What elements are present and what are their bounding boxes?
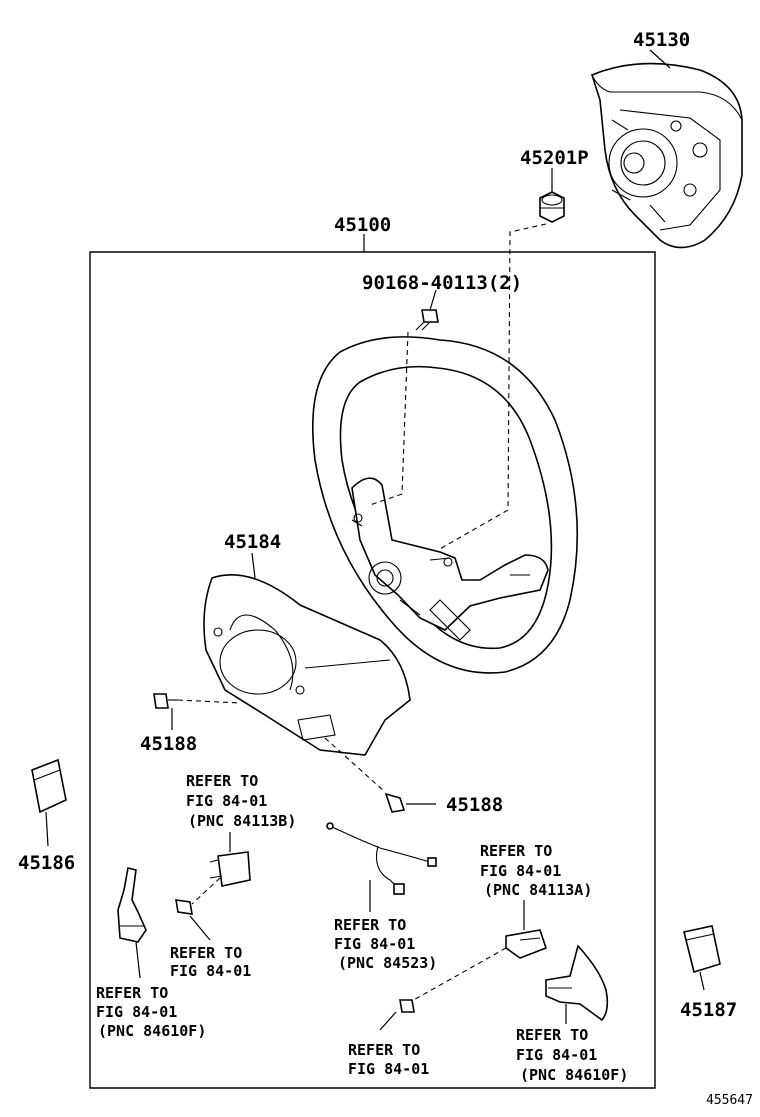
steering-wheel[interactable] — [312, 336, 579, 674]
left-pad[interactable] — [31, 758, 67, 814]
ref-84113b: REFER TO FIG 84-01 (PNC 84113B) — [186, 772, 296, 830]
ref-screw-left: REFER TO FIG 84-01 — [170, 944, 251, 980]
svg-text:FIG 84-01: FIG 84-01 — [96, 1003, 177, 1021]
assembly-frame — [89, 251, 656, 1089]
label-45184: 45184 — [224, 531, 281, 553]
label-45186: 45186 — [18, 852, 75, 874]
svg-text:FIG 84-01: FIG 84-01 — [170, 962, 251, 980]
svg-text:REFER TO: REFER TO — [96, 984, 168, 1002]
ref-84610f-right: REFER TO FIG 84-01 (PNC 84610F) — [516, 1026, 628, 1084]
dashed-bolt-line — [369, 331, 409, 506]
svg-text:(PNC 84523): (PNC 84523) — [338, 954, 437, 972]
screw-84113a[interactable] — [399, 999, 415, 1013]
svg-text:FIG 84-01: FIG 84-01 — [334, 935, 415, 953]
svg-text:(PNC 84113B): (PNC 84113B) — [188, 812, 296, 830]
ref-84113a: REFER TO FIG 84-01 (PNC 84113A) — [480, 842, 592, 899]
ref-screw-bottom: REFER TO FIG 84-01 — [348, 1041, 429, 1078]
svg-text:REFER TO: REFER TO — [480, 842, 552, 860]
svg-text:REFER TO: REFER TO — [186, 772, 258, 790]
switch-84113a[interactable] — [505, 929, 548, 959]
svg-text:FIG 84-01: FIG 84-01 — [516, 1046, 597, 1064]
svg-text:(PNC 84113A): (PNC 84113A) — [484, 881, 592, 899]
screw-left[interactable] — [153, 693, 178, 709]
svg-text:FIG 84-01: FIG 84-01 — [186, 792, 267, 810]
bolt[interactable] — [415, 309, 439, 331]
airbag-assembly[interactable] — [591, 62, 743, 249]
paddle-left[interactable] — [117, 867, 147, 943]
svg-text:REFER TO: REFER TO — [334, 916, 406, 934]
label-bolt: 90168-40113(2) — [362, 272, 522, 294]
right-pad[interactable] — [683, 925, 721, 974]
svg-text:(PNC 84610F): (PNC 84610F) — [98, 1022, 206, 1040]
svg-text:(PNC 84610F): (PNC 84610F) — [520, 1066, 628, 1084]
lower-cover[interactable] — [203, 574, 411, 756]
ref-84610f-left: REFER TO FIG 84-01 (PNC 84610F) — [96, 984, 206, 1040]
screw-right[interactable] — [384, 792, 406, 813]
wire-harness-84523[interactable] — [326, 822, 437, 895]
svg-text:REFER TO: REFER TO — [348, 1041, 420, 1059]
paddle-right[interactable] — [545, 944, 609, 1022]
label-45187: 45187 — [680, 999, 737, 1021]
screw-84113b[interactable] — [175, 899, 193, 915]
dashed-nut-line — [437, 223, 547, 551]
ref-84523: REFER TO FIG 84-01 (PNC 84523) — [334, 916, 437, 972]
switch-84113b[interactable] — [209, 851, 251, 887]
svg-text:REFER TO: REFER TO — [516, 1026, 588, 1044]
label-45100: 45100 — [334, 214, 391, 236]
svg-text:FIG 84-01: FIG 84-01 — [480, 862, 561, 880]
label-45130: 45130 — [633, 29, 690, 51]
label-45188-right: 45188 — [446, 794, 503, 816]
svg-text:FIG 84-01: FIG 84-01 — [348, 1060, 429, 1078]
label-45201p: 45201P — [520, 147, 589, 169]
figure-id: 455647 — [706, 1093, 753, 1108]
svg-text:REFER TO: REFER TO — [170, 944, 242, 962]
label-45188-left: 45188 — [140, 733, 197, 755]
airbag-nut[interactable] — [539, 191, 565, 223]
